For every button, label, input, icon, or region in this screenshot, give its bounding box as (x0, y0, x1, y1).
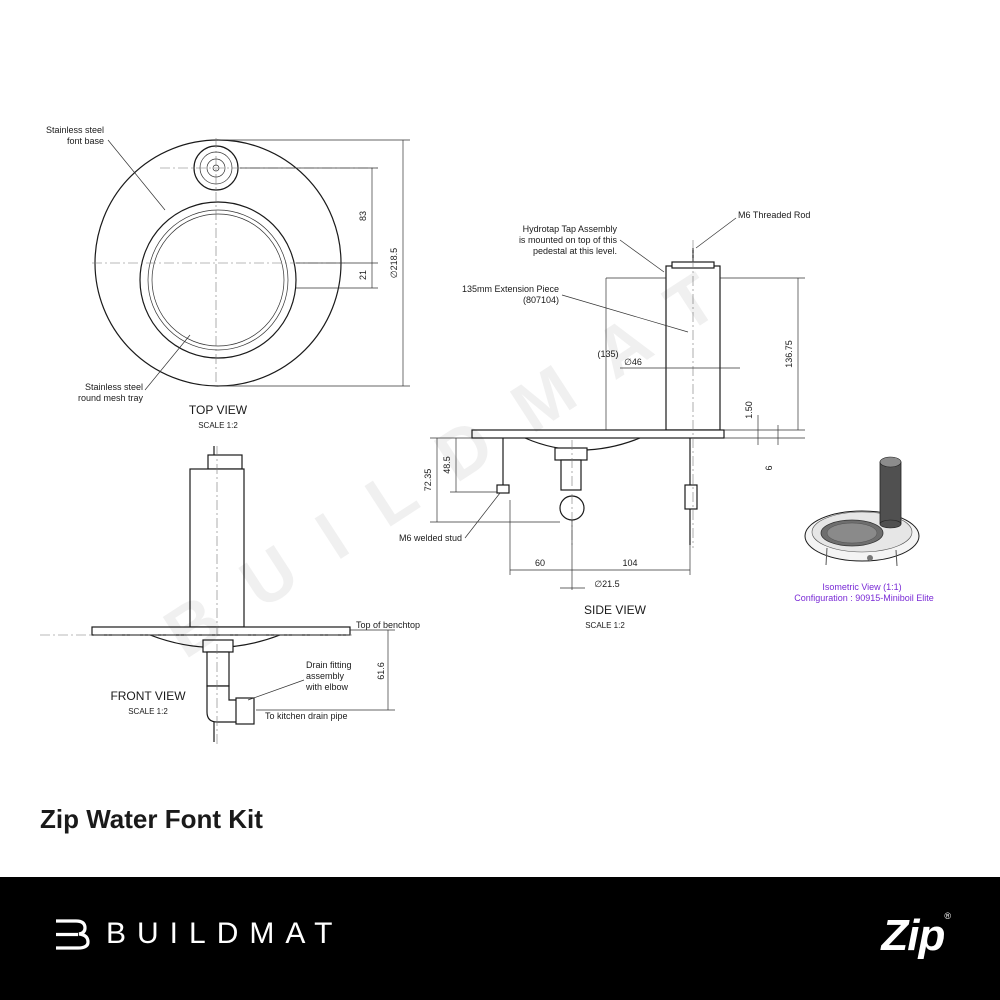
callout-tray-1: Stainless steel (85, 382, 143, 392)
isometric-view: Isometric View (1:1) Configuration : 909… (794, 456, 934, 603)
side-view-scale: SCALE 1:2 (585, 621, 625, 630)
buildmat-logo-icon (56, 919, 90, 950)
buildmat-logo: BUILDMAT (52, 917, 343, 951)
mesh-tray-inner (147, 209, 289, 351)
front-drain-outlet (235, 697, 255, 725)
callout-benchtop: Top of benchtop (356, 620, 420, 630)
front-drain-body (206, 651, 230, 687)
dim-diameter: ∅218.5 (389, 248, 399, 278)
dim-21-5: ∅21.5 (594, 579, 619, 589)
leader-rod (695, 217, 737, 249)
dim-46: ∅46 (624, 357, 642, 367)
iso-pedestal-bottom (879, 519, 902, 529)
callout-stud: M6 welded stud (399, 533, 462, 543)
dim-104: 104 (622, 558, 637, 568)
callout-tap-2: is mounted on top of this (519, 235, 618, 245)
iso-pedestal (879, 461, 902, 525)
front-view: 61.6 Top of benchtop Drain fitting assem… (40, 446, 420, 745)
side-view-label: SIDE VIEW (584, 603, 647, 617)
iso-stud-1 (825, 547, 828, 566)
iso-pedestal-top (879, 456, 902, 468)
zip-logo: Zip® (881, 911, 951, 961)
mesh-tray-edge (151, 213, 285, 347)
front-nut (202, 639, 234, 653)
iso-stud-2 (895, 549, 898, 567)
side-nut (554, 447, 588, 461)
iso-drain (867, 555, 873, 561)
callout-ext-1: 135mm Extension Piece (462, 284, 559, 294)
callout-drain-3: with elbow (305, 682, 349, 692)
front-view-label: FRONT VIEW (110, 689, 186, 703)
iso-config-label: Configuration : 90915-Miniboil Elite (794, 593, 934, 603)
buildmat-wordmark: BUILDMAT (106, 917, 344, 950)
top-view-label: TOP VIEW (189, 403, 248, 417)
leader-tray (144, 334, 191, 391)
side-stud-nut (496, 484, 510, 494)
callout-tap-3: pedestal at this level. (533, 246, 617, 256)
dim-48-5: 48.5 (442, 456, 452, 474)
footer-bar: BUILDMAT Zip® (0, 877, 1000, 1000)
mesh-tray-outer (139, 201, 297, 359)
leader-tap (619, 239, 665, 273)
leader-stud (464, 492, 501, 539)
top-view: 83 21 ∅218.5 Stainless steel font base S… (46, 125, 410, 430)
front-rod-cap (207, 454, 243, 470)
top-view-scale: SCALE 1:2 (198, 421, 238, 430)
dim-136-75: 136.75 (784, 340, 794, 368)
front-view-scale: SCALE 1:2 (128, 707, 168, 716)
zip-registered-mark: ® (944, 911, 951, 921)
leader-drain (247, 679, 305, 701)
dim-1-50: 1.50 (744, 401, 754, 419)
dim-60: 60 (535, 558, 545, 568)
callout-rod: M6 Threaded Rod (738, 210, 810, 220)
dim-83: 83 (358, 211, 368, 221)
callout-drain-pipe: To kitchen drain pipe (265, 711, 348, 721)
callout-font-base-1: Stainless steel (46, 125, 104, 135)
dim-61-6: 61.6 (376, 662, 386, 680)
technical-drawing: 83 21 ∅218.5 Stainless steel font base S… (40, 125, 934, 745)
leader-ext (561, 294, 689, 333)
callout-tray-2: round mesh tray (78, 393, 144, 403)
zip-wordmark: Zip (881, 911, 945, 960)
front-base-plate (91, 626, 351, 636)
leader-font-base (107, 139, 166, 211)
iso-mesh-inner (826, 522, 878, 544)
side-base-plate (471, 429, 725, 439)
dim-72-35: 72.35 (423, 469, 433, 492)
callout-ext-2: (807104) (523, 295, 559, 305)
dim-135: (135) (597, 349, 618, 359)
dim-21: 21 (358, 270, 368, 280)
callout-drain-2: assembly (306, 671, 345, 681)
dim-6: 6 (764, 465, 774, 470)
callout-tap-1: Hydrotap Tap Assembly (523, 224, 618, 234)
callout-font-base-2: font base (67, 136, 104, 146)
side-drain-body (560, 459, 582, 491)
side-view: 136.75 1.50 6 (135) ∅46 72.35 48.5 60 10… (399, 210, 810, 630)
callout-drain-1: Drain fitting (306, 660, 352, 670)
side-rear-nut (684, 484, 698, 510)
product-title: Zip Water Font Kit (40, 804, 263, 834)
iso-view-label: Isometric View (1:1) (822, 582, 901, 592)
